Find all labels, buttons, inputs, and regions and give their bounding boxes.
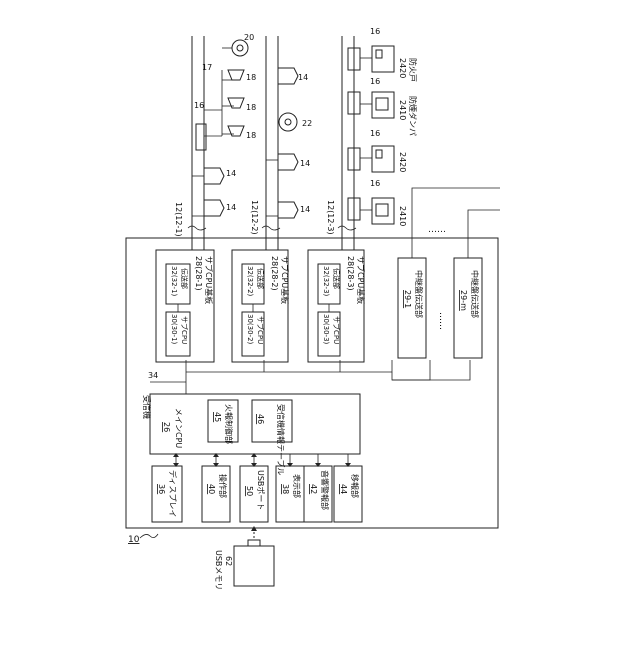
fire-door-label: 防火戸: [408, 58, 418, 82]
alarm-ref: 42: [309, 484, 318, 494]
ref-22: 22: [302, 119, 312, 128]
receiver-table-ref: 46: [256, 414, 265, 424]
ref-2410-a: 2410: [398, 100, 407, 120]
tx-1-label: 伝送部: [180, 268, 189, 289]
ref-14-d: 14: [300, 159, 310, 168]
fire-control-label: 火報制御部: [224, 404, 234, 444]
link-arrowheads: [173, 453, 351, 467]
damper-label: 防煙ダンパ: [408, 96, 418, 136]
ref-16-e: 16: [370, 179, 380, 188]
fire-door-2: [372, 146, 394, 172]
ref-2420-a: 2420: [398, 58, 407, 78]
ref-14-c: 14: [298, 73, 308, 82]
display-ref: 36: [157, 484, 166, 494]
sub-board-2-ref: 28(28-2): [270, 256, 279, 291]
line-3-ref: 12(12-3): [326, 200, 335, 235]
tx-2-ref: 32(32-2): [246, 266, 254, 297]
damper-1: [372, 92, 394, 118]
relay-m-label: 中継盤伝送部: [470, 270, 480, 318]
indicator-label: 表示部: [292, 474, 302, 498]
sub-board-3: サブCPU基板 28(28-3) 伝送部 32(32-3) サブCPU 30(3…: [308, 250, 366, 362]
ref-34: 34: [148, 371, 158, 380]
line-1-ref: 12(12-1): [174, 202, 183, 237]
signal-line-1: 12(12-1) 16 17: [174, 36, 234, 250]
transfer-ref: 44: [339, 484, 348, 494]
sub-board-1-ref: 28(28-1): [194, 256, 203, 291]
sub-board-2-label: サブCPU基板: [280, 256, 290, 304]
ref-20: 20: [244, 33, 254, 42]
ref-16-d: 16: [370, 129, 380, 138]
detectors-line-1: 14 14 18 18 18 20: [204, 33, 256, 216]
usb-memory-plug: [248, 540, 260, 546]
subcpu-1-ref: 30(30-1): [170, 314, 178, 345]
sub-board-3-ref: 28(28-3): [346, 256, 355, 291]
usb-memory-body: [234, 546, 274, 586]
relay-bus-1: [392, 360, 430, 380]
main-cpu-label: メインCPU: [174, 408, 183, 448]
sub-board-1-label: サブCPU基板: [204, 256, 214, 304]
ref-14-b: 14: [226, 203, 236, 212]
ref-16-b: 16: [370, 27, 380, 36]
transfer-label: 移報部: [350, 474, 360, 498]
subcpu-1-label: サブCPU: [180, 316, 189, 344]
ref-14-e: 14: [300, 205, 310, 214]
usb-memory-label: USBメモリ: [214, 550, 223, 590]
line-2-ref: 12(12-2): [250, 200, 259, 235]
ref-16-a: 16: [194, 101, 204, 110]
signal-line-3: 12(12-3) 16 16 16 16 2420 防火戸 2410 防煙ダンパ…: [326, 27, 418, 250]
relay-1-label: 中継盤伝送部: [414, 270, 424, 318]
signal-line-2: 12(12-2) 14 14 14 22: [250, 36, 312, 250]
ref-10-leader: [140, 534, 158, 538]
ref-18-b: 18: [246, 103, 256, 112]
alarm-bell-22: [279, 113, 297, 131]
tx-3-label: 伝送部: [332, 268, 341, 289]
relay-unit-1: 中継盤伝送部 29-1: [398, 258, 426, 358]
ref-18-a: 18: [246, 73, 256, 82]
subcpu-2-label: サブCPU: [256, 316, 265, 344]
ref-2410-b: 2410: [398, 206, 407, 226]
fire-door-1: [372, 46, 394, 72]
subcpu-3-ref: 30(30-3): [322, 314, 330, 345]
relay-m-ref: 29-m: [459, 290, 468, 311]
relay-ellipsis: ……: [437, 312, 447, 330]
damper-2: [372, 198, 394, 224]
internal-bus: [186, 360, 392, 394]
sub-board-3-label: サブCPU基板: [356, 256, 366, 304]
subcpu-2-ref: 30(30-2): [246, 314, 254, 345]
relay-bus-m: [392, 360, 470, 380]
subcpu-3-label: サブCPU: [332, 316, 341, 344]
ref-16-c: 16: [370, 77, 380, 86]
fire-control-ref: 45: [213, 412, 222, 422]
sub-board-1: サブCPU基板 28(28-1) 伝送部 32(32-1) サブCPU 30(3…: [156, 250, 214, 362]
display-label: ディスプレイ: [168, 470, 178, 517]
main-cpu-peripheral-links: [176, 454, 348, 466]
relay-unit-m: 中継盤伝送部 29-m: [454, 258, 482, 358]
sub-board-2: サブCPU基板 28(28-2) 伝送部 32(32-2) サブCPU 30(3…: [232, 250, 290, 362]
tx-1-ref: 32(32-1): [170, 266, 178, 297]
ref-10: 10: [128, 535, 140, 545]
relay-line-1: [412, 188, 500, 258]
alarm-bell-20: [232, 40, 248, 56]
receiver-table-label: 受信機情報テーブル: [276, 404, 286, 476]
usb-port-ref: 50: [245, 486, 254, 496]
tx-3-ref: 32(32-3): [322, 266, 330, 297]
usb-memory-ref: 62: [224, 556, 233, 566]
tx-2-label: 伝送部: [256, 268, 265, 289]
operation-ref: 40: [207, 484, 216, 494]
ref-18-c: 18: [246, 131, 256, 140]
usb-port-label: USBポート: [256, 470, 265, 510]
operation-label: 操作部: [218, 474, 228, 498]
relay-1-ref: 29-1: [403, 290, 412, 308]
relay-line-m: [468, 210, 500, 258]
main-cpu-ref: 26: [162, 422, 171, 432]
ref-2420-b: 2420: [398, 152, 407, 172]
ref-17: 17: [202, 63, 212, 72]
field-ellipsis: ……: [428, 225, 446, 235]
alarm-label: 音響警報部: [320, 470, 330, 510]
ref-14-a: 14: [226, 169, 236, 178]
indicator-ref: 38: [281, 484, 290, 494]
